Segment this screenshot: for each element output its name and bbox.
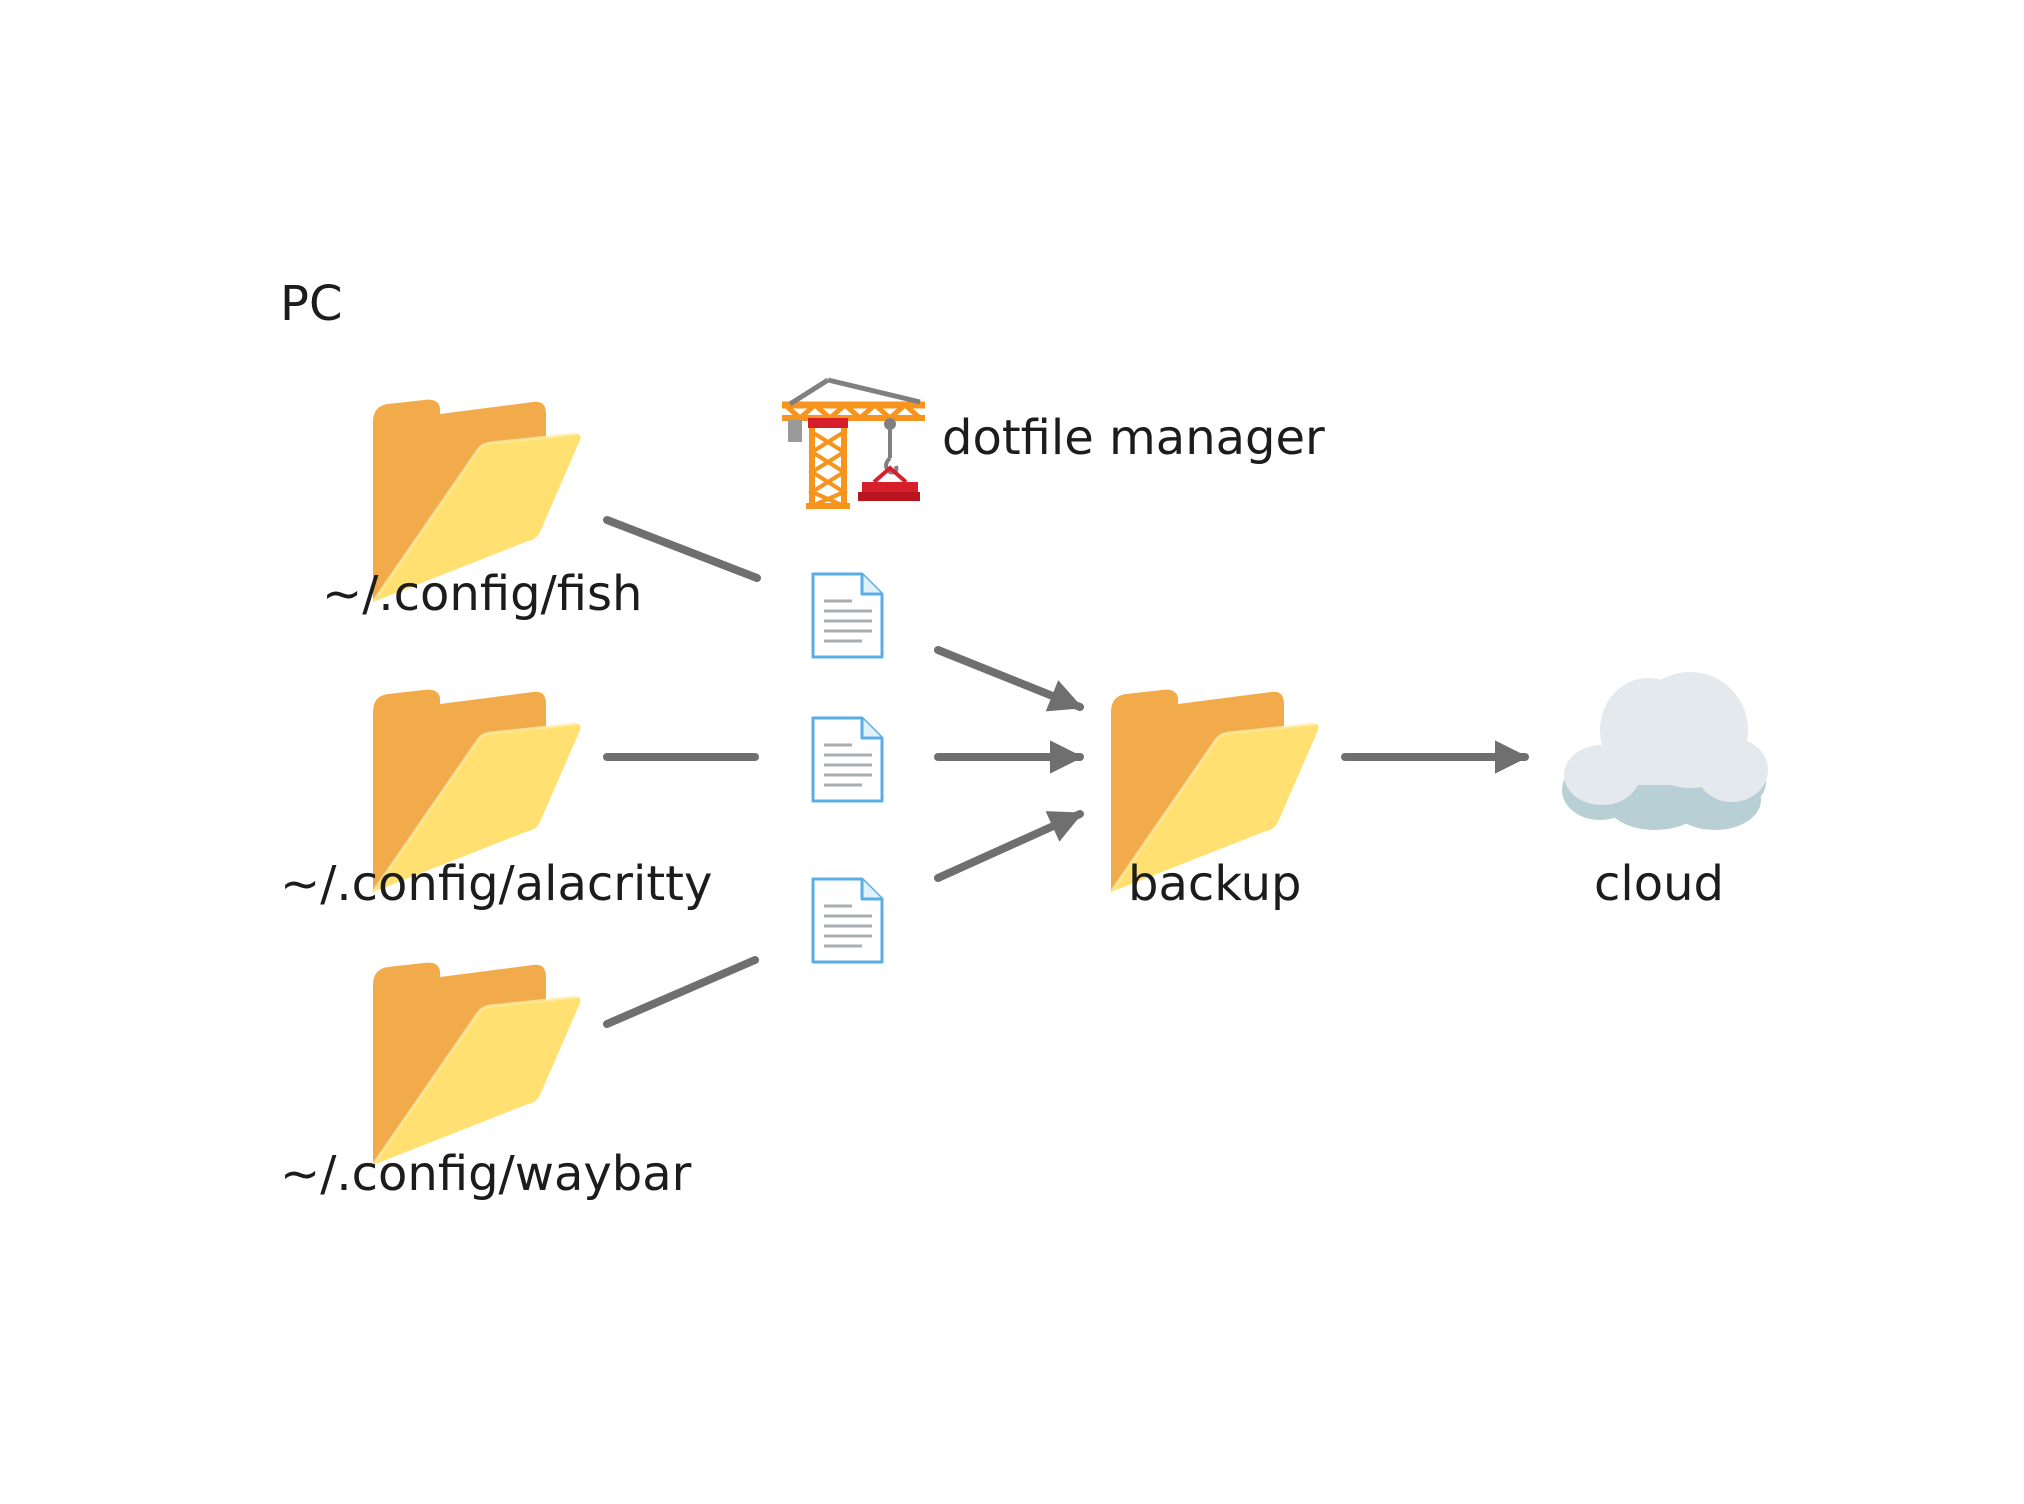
connector-fish: [603, 516, 761, 582]
cloud-label: cloud: [1594, 856, 1724, 912]
page-title: PC: [280, 276, 343, 332]
connector-waybar: [603, 956, 759, 1028]
source-label-fish: ~/.config/fish: [322, 566, 643, 622]
document-icon-3: [811, 877, 884, 964]
construction-crane-icon: [782, 377, 925, 509]
arrow-doc3-to-backup: [934, 810, 1084, 882]
backup-label: backup: [1128, 856, 1302, 912]
arrow-doc1-to-backup: [934, 646, 1084, 712]
dotfile-manager-label: dotfile manager: [942, 410, 1325, 466]
folder-waybar-icon: [371, 961, 582, 1167]
document-icon-1: [811, 572, 884, 659]
document-icon-2: [811, 716, 884, 803]
source-label-alacritty: ~/.config/alacritty: [280, 856, 713, 912]
cloud-icon: [1562, 672, 1768, 830]
source-label-waybar: ~/.config/waybar: [280, 1146, 692, 1202]
